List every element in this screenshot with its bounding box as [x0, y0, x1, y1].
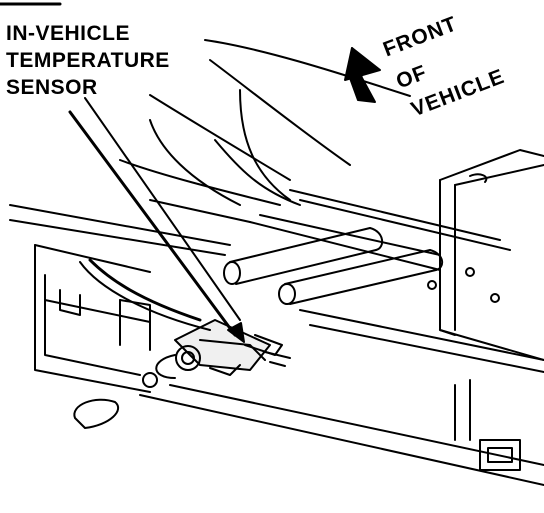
callout-line-3: SENSOR [6, 76, 98, 99]
sensor-assembly [79, 258, 291, 388]
dash-lines [9, 199, 544, 486]
callout-line-2: TEMPERATURE [6, 49, 170, 72]
air-ducts [223, 227, 500, 305]
leader-line [68, 97, 245, 343]
front-arrow-head-icon [344, 47, 381, 81]
knob [73, 398, 120, 429]
callout-line-1: IN-VEHICLE [6, 22, 131, 45]
sensor-callout: IN-VEHICLE TEMPERATURE SENSOR [6, 20, 170, 101]
left-panel [34, 244, 151, 393]
lower-right-vent [454, 379, 521, 471]
upper-dash-outline [119, 39, 511, 251]
right-panel [439, 149, 544, 361]
